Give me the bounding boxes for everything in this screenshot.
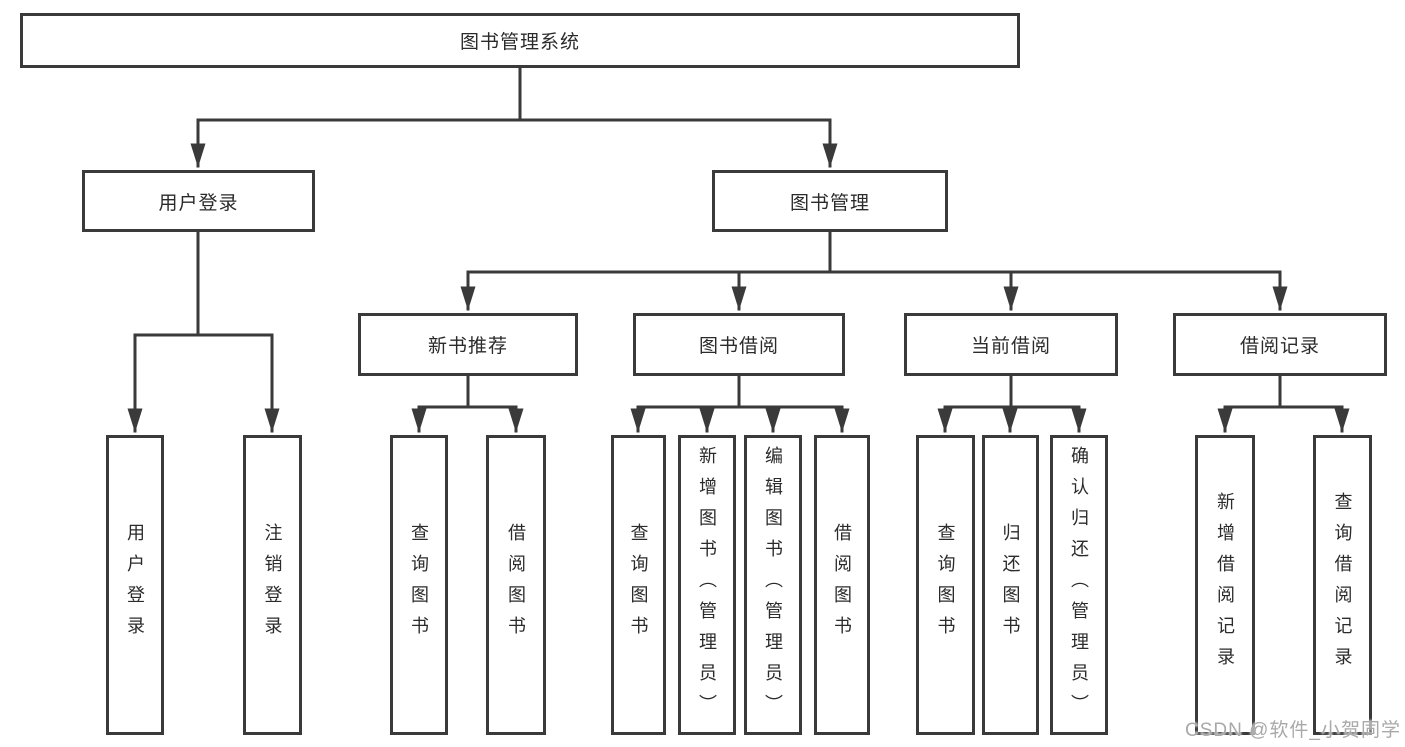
node-cb-return-books: 归还图书 <box>982 435 1039 735</box>
node-label: 查询借阅记录 <box>1332 492 1353 678</box>
node-current-borrow: 当前借阅 <box>904 313 1118 376</box>
node-label: 借阅图书 <box>832 523 852 647</box>
node-label: 查询图书 <box>935 523 956 647</box>
node-label: 编辑图书（管理员） <box>763 445 783 725</box>
node-cb-query-books: 查询图书 <box>916 435 975 735</box>
node-bb-borrow-books: 借阅图书 <box>814 435 870 735</box>
node-label: 新增借阅记录 <box>1215 492 1235 678</box>
node-new-book-recommend: 新书推荐 <box>358 313 578 376</box>
node-label: 图书管理 <box>789 192 870 214</box>
node-label: 图书管理系统 <box>459 32 580 53</box>
node-bb-edit-books-admin: 编辑图书（管理员） <box>744 435 802 735</box>
node-br-add-record: 新增借阅记录 <box>1195 435 1255 735</box>
node-borrow-records: 借阅记录 <box>1173 313 1387 376</box>
node-bb-add-books-admin: 新增图书（管理员） <box>678 435 736 735</box>
node-label: 新书推荐 <box>427 336 508 357</box>
node-label: 当前借阅 <box>970 336 1051 357</box>
node-label: 新增图书（管理员） <box>697 445 717 725</box>
node-label: 借阅记录 <box>1239 336 1320 357</box>
node-logout: 注销登录 <box>243 435 302 735</box>
watermark: CSDN @软件_小贺同学 <box>1185 720 1401 741</box>
node-library-system: 图书管理系统 <box>20 13 1020 68</box>
node-label: 查询图书 <box>628 523 649 647</box>
node-label: 归还图书 <box>1000 523 1021 647</box>
node-label: 注销登录 <box>262 523 283 647</box>
node-label: 用户登录 <box>125 523 145 647</box>
node-book-borrow: 图书借阅 <box>633 313 845 376</box>
node-label: 图书借阅 <box>698 336 779 357</box>
node-cb-confirm-return-admin: 确认归还（管理员） <box>1050 435 1108 735</box>
node-user-login-leaf: 用户登录 <box>106 435 164 735</box>
node-label: 查询图书 <box>409 523 429 647</box>
node-label: 借阅图书 <box>506 523 526 647</box>
node-bb-query-books: 查询图书 <box>611 435 666 735</box>
node-rec-borrow-books: 借阅图书 <box>486 435 546 735</box>
node-rec-query-books: 查询图书 <box>390 435 448 735</box>
node-br-query-record: 查询借阅记录 <box>1313 435 1372 735</box>
node-book-management: 图书管理 <box>712 170 948 232</box>
node-label: 用户登录 <box>158 192 239 214</box>
node-user-login: 用户登录 <box>82 170 315 232</box>
node-label: 确认归还（管理员） <box>1069 445 1089 725</box>
